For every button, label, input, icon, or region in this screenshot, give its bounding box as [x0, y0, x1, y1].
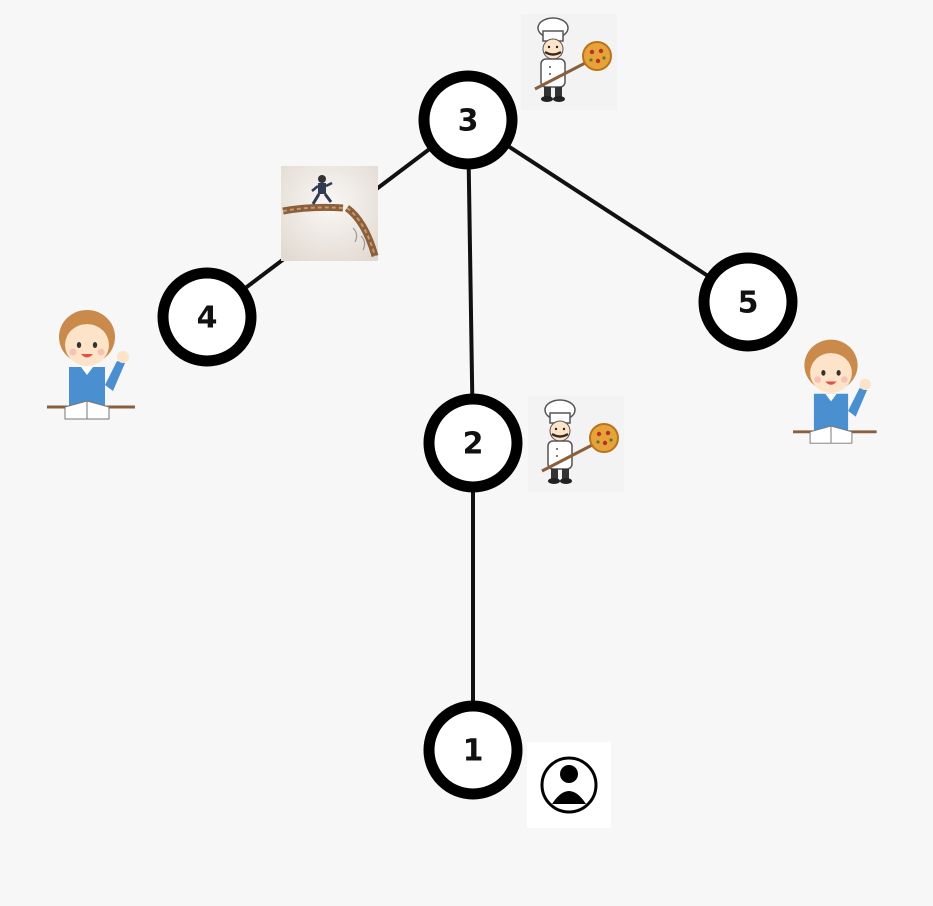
node-1: 1 — [423, 700, 523, 800]
node-2: 2 — [423, 393, 523, 493]
broken-rope-bridge-icon — [281, 166, 379, 261]
node-4: 4 — [157, 267, 257, 367]
edge-2-3 — [466, 118, 475, 445]
pizza-chef-icon — [521, 14, 617, 110]
node-label: 2 — [463, 427, 484, 462]
student-raising-hand-icon — [791, 333, 883, 451]
node-label: 5 — [738, 286, 759, 321]
node-label: 3 — [458, 104, 479, 139]
node-label: 4 — [197, 301, 218, 336]
student-raising-hand-icon — [45, 303, 143, 431]
edge-3-5 — [466, 118, 750, 304]
pizza-chef-icon — [528, 396, 624, 492]
node-label: 1 — [463, 734, 484, 769]
node-5: 5 — [698, 252, 798, 352]
user-icon — [527, 742, 611, 828]
node-3: 3 — [418, 70, 518, 170]
